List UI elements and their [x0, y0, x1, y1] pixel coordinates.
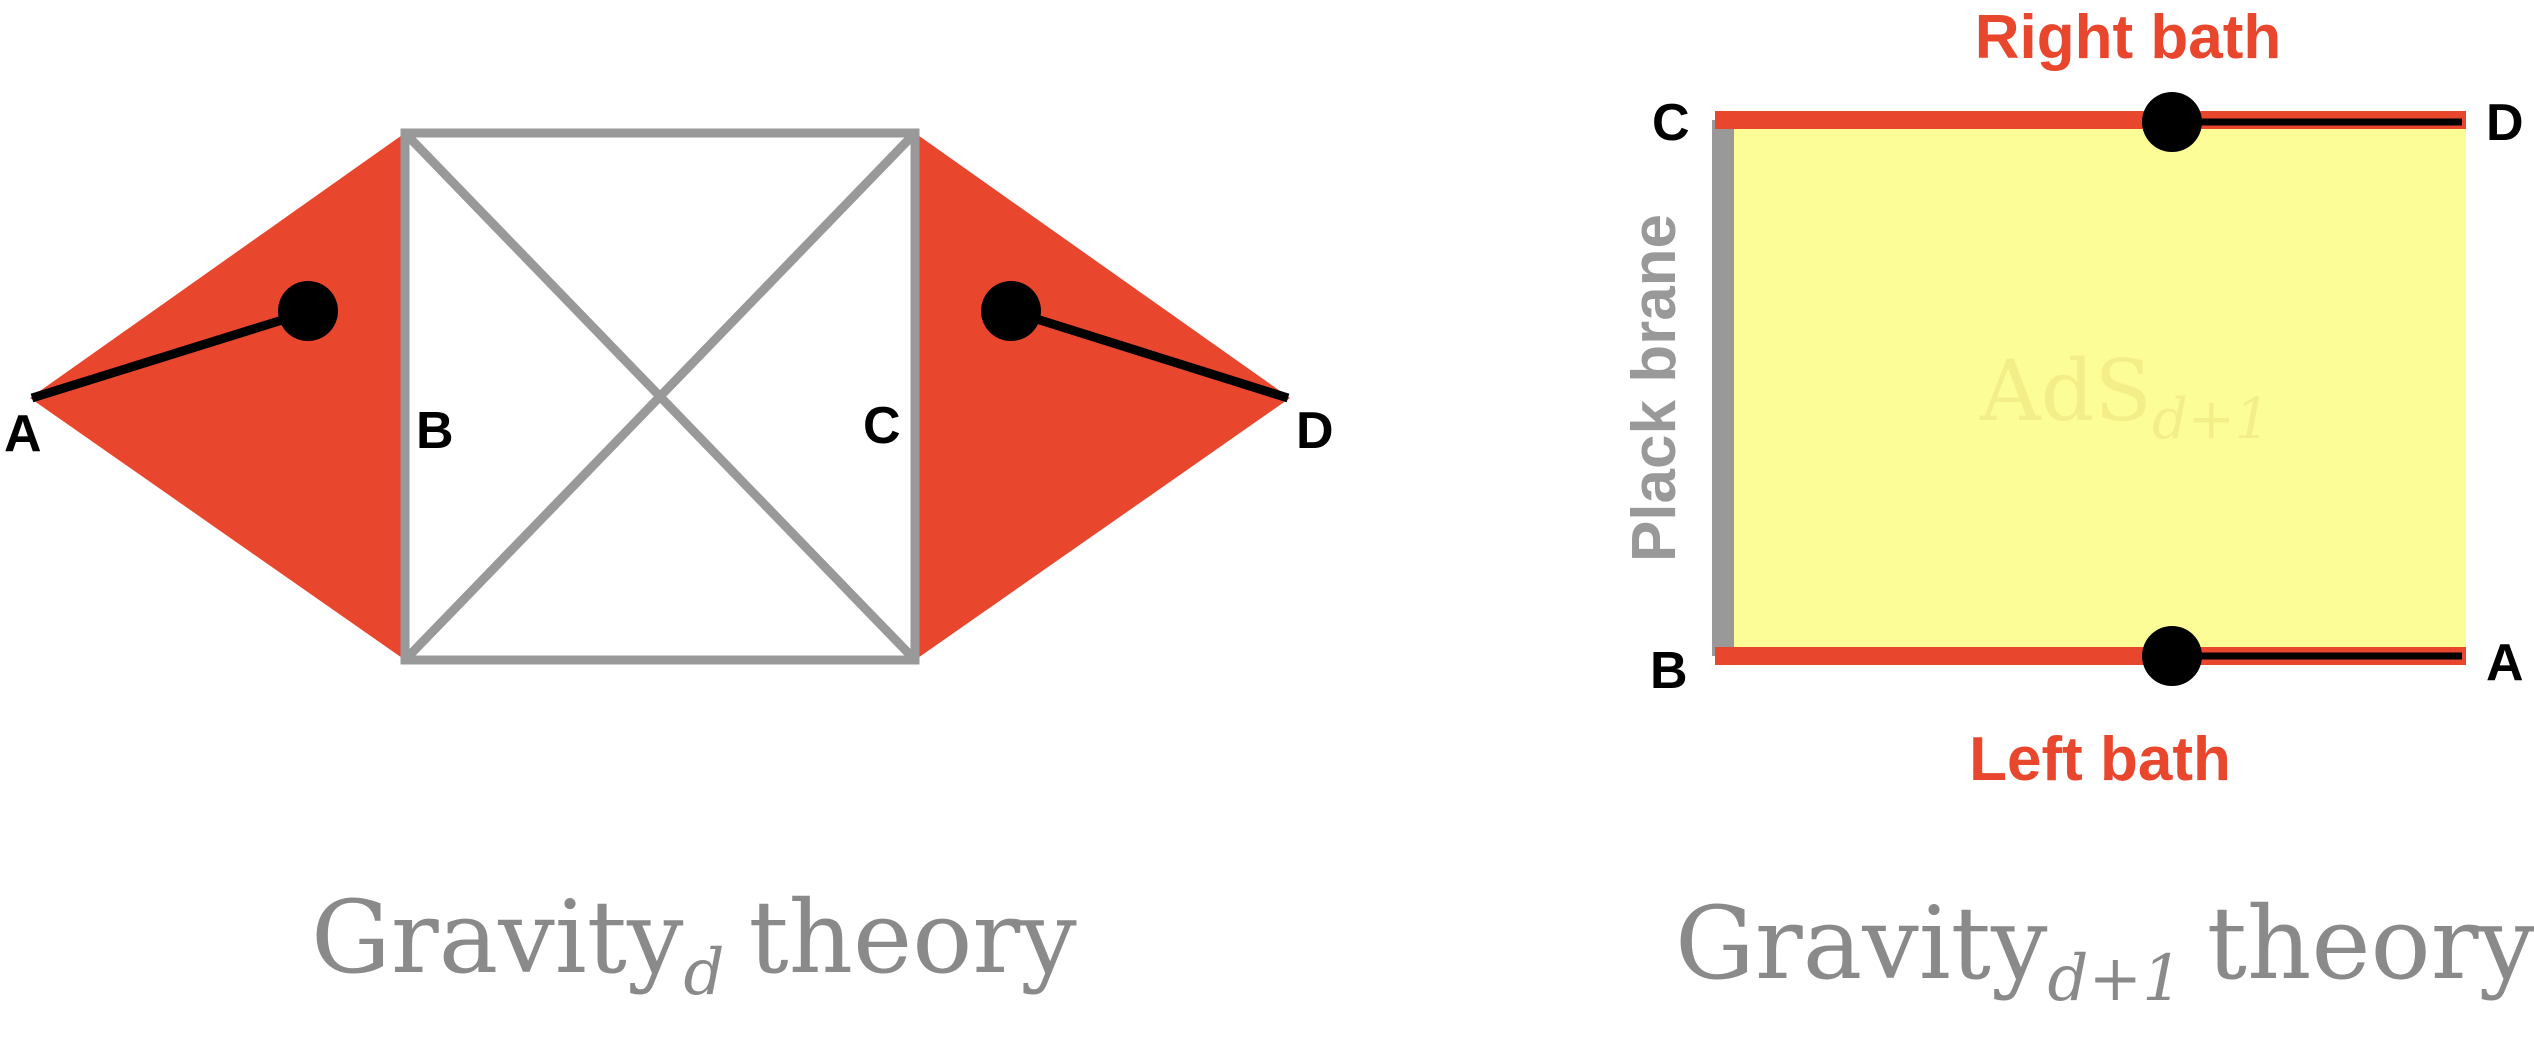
left-black-dot — [278, 281, 338, 341]
label-c-right: C — [1652, 94, 1690, 152]
label-d-right: D — [2486, 94, 2524, 152]
left-caption-main: Gravity — [311, 879, 684, 996]
right-caption: Gravityd+1 theory — [1675, 885, 2534, 1016]
left-caption-suffix: theory — [748, 879, 1077, 996]
label-c-left: C — [863, 397, 901, 455]
ads-bulk-region — [1720, 120, 2466, 656]
top-black-dot — [2142, 92, 2202, 152]
right-black-dot — [981, 281, 1041, 341]
right-bath-label: Right bath — [1975, 3, 2282, 72]
right-red-wedge — [915, 133, 1290, 660]
penrose-square — [400, 128, 920, 665]
ads-label: AdSd+1 — [1979, 342, 2270, 452]
right-caption-suffix: theory — [2207, 885, 2534, 1002]
right-black-segment — [1009, 306, 1290, 403]
left-black-segment — [30, 307, 310, 403]
right-caption-main: Gravity — [1675, 885, 2048, 1002]
label-a-right: A — [2486, 634, 2524, 692]
label-d-left: D — [1296, 402, 1334, 460]
label-a-left: A — [4, 405, 42, 463]
right-caption-sub: d+1 — [2047, 942, 2182, 1016]
label-b-left: B — [416, 402, 454, 460]
bottom-black-dot — [2142, 626, 2202, 686]
diagonal-cb — [401, 129, 919, 664]
left-red-wedge — [30, 133, 405, 660]
ads-label-sub: d+1 — [2152, 387, 2270, 452]
left-bath-label: Left bath — [1969, 725, 2231, 794]
plack-brane-label: Plack brane — [1620, 214, 1689, 562]
right-diagram: AdSd+1 C D B A Right bath Left bath Plac… — [1620, 3, 2534, 1016]
ads-label-main: AdS — [1979, 342, 2152, 440]
label-b-right: B — [1650, 642, 1688, 700]
left-caption-sub: d — [683, 936, 724, 1010]
